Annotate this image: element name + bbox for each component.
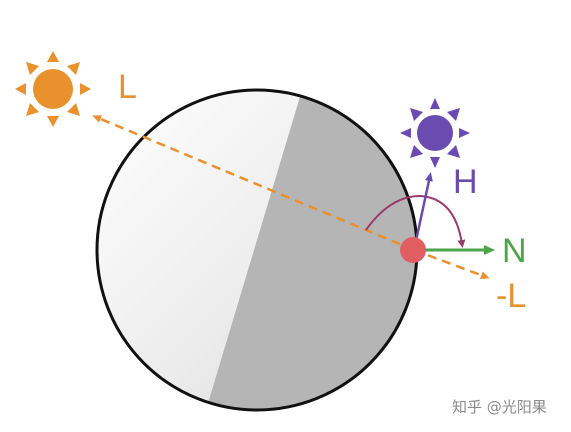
sphere-shadow-region [200, 90, 417, 410]
label-neg-light: -L [496, 277, 526, 315]
label-half-vector: H [453, 163, 478, 201]
neg-light-direction-line [413, 248, 490, 279]
angle-arc [365, 194, 466, 248]
label-light: L [118, 68, 137, 106]
light-direction-line [92, 115, 415, 252]
watermark: 知乎 @光阳果 [452, 398, 547, 416]
label-normal: N [502, 232, 527, 270]
sun-icon [400, 98, 470, 168]
surface-point [400, 237, 426, 263]
sun-icon [15, 51, 91, 127]
sphere [95, 88, 419, 412]
